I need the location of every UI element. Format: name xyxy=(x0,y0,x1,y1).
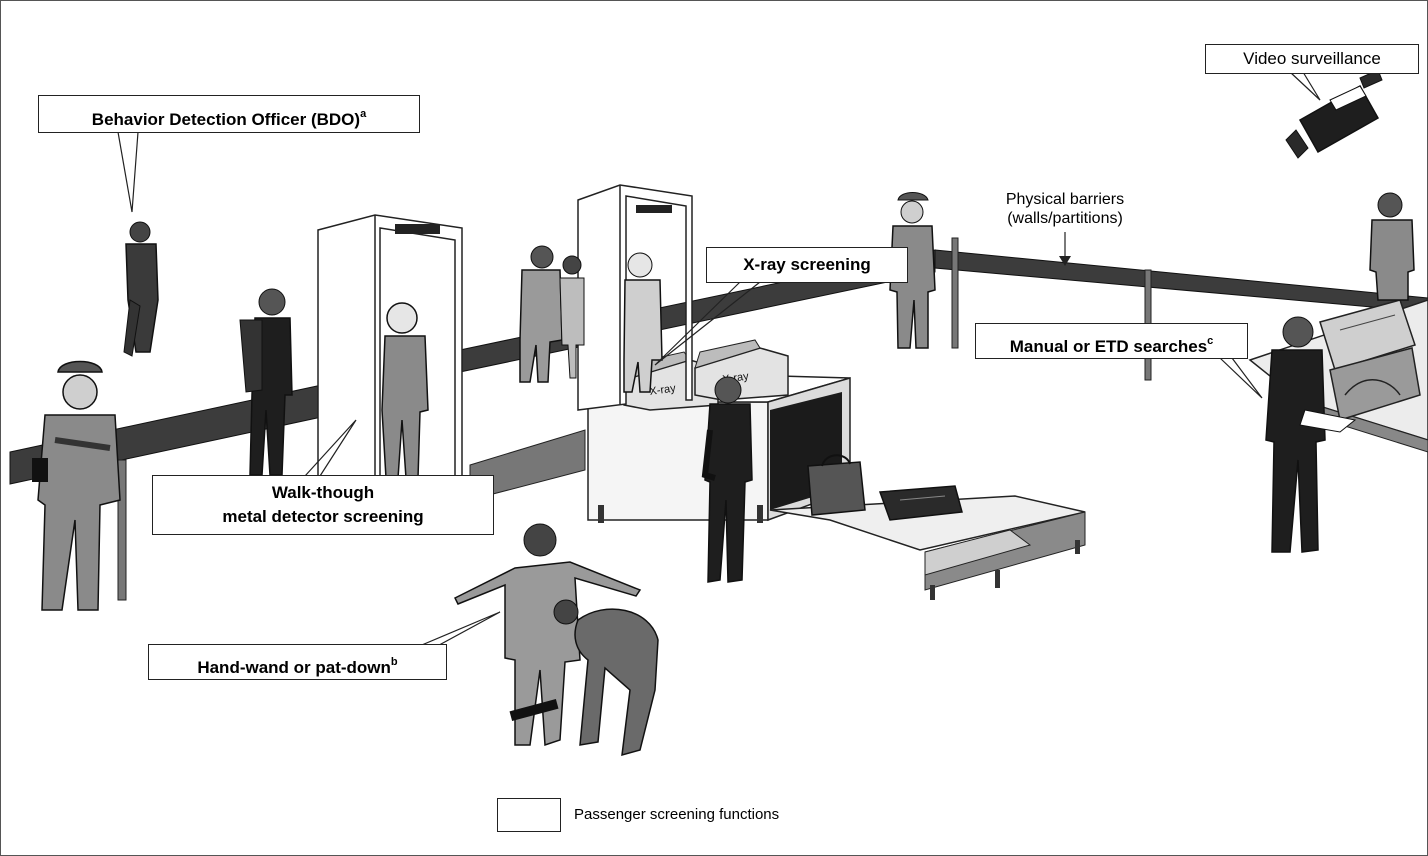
manual-label: Manual or ETD searches xyxy=(1009,337,1208,356)
xray-label: X-ray screening xyxy=(743,255,871,274)
bdo-label: Behavior Detection Officer (BDO) xyxy=(91,110,361,129)
xray-operator xyxy=(701,376,753,583)
video-camera-icon xyxy=(1285,69,1383,159)
barriers-label: Physical barriers (walls/partitions) xyxy=(960,190,1170,228)
callout-walk-through: Walk-though metal detector screening xyxy=(152,475,494,535)
callout-handwand: Hand-wand or pat-downb xyxy=(148,644,447,680)
manual-footnote-mark: c xyxy=(1207,335,1214,347)
passenger-on-phone xyxy=(1369,192,1415,301)
manual-pointer xyxy=(1219,357,1263,399)
passenger-in-detector-2 xyxy=(623,252,663,393)
passenger-arms-out xyxy=(453,523,642,747)
xray-pointer xyxy=(654,281,761,366)
barriers-arrow-head xyxy=(1059,256,1071,266)
xray-monitor-right: X-ray xyxy=(694,339,789,401)
callout-manual-etd: Manual or ETD searchesc xyxy=(975,323,1248,359)
barriers-label-line1: Physical barriers xyxy=(1005,191,1125,208)
callout-video-surveillance: Video surveillance xyxy=(1205,44,1419,74)
search-officer xyxy=(1265,316,1357,553)
passenger-with-jacket xyxy=(239,288,293,476)
police-guard-left xyxy=(32,360,121,611)
handwand-footnote-mark: b xyxy=(390,656,398,668)
walk-label-line1: Walk-though xyxy=(271,483,375,502)
open-suitcase xyxy=(1319,299,1421,421)
passengers-waiting xyxy=(519,245,585,383)
handwand-label: Hand-wand or pat-down xyxy=(197,658,391,677)
walk-label-line2: metal detector screening xyxy=(222,507,424,526)
bdo-officer xyxy=(123,221,159,357)
barriers-label-line2: (walls/partitions) xyxy=(1007,210,1123,227)
video-pointer xyxy=(1289,71,1321,101)
bdo-pointer xyxy=(117,131,139,213)
metal-detector-back xyxy=(577,184,693,411)
walk-pointer xyxy=(304,419,357,477)
screener-pat-down xyxy=(509,599,659,757)
callout-xray-screening: X-ray screening xyxy=(706,247,908,283)
passenger-in-detector xyxy=(381,302,429,479)
legend-label: Passenger screening functions xyxy=(574,806,780,823)
handwand-pointer xyxy=(409,611,501,651)
conveyor-belt xyxy=(769,454,1086,600)
xray-unit-label-left: X-ray xyxy=(649,382,677,398)
callout-bdo: Behavior Detection Officer (BDO)a xyxy=(38,95,420,133)
legend-swatch xyxy=(497,798,561,832)
video-label: Video surveillance xyxy=(1243,49,1381,68)
callout-pointers xyxy=(117,71,1321,651)
bdo-footnote-mark: a xyxy=(360,108,367,120)
